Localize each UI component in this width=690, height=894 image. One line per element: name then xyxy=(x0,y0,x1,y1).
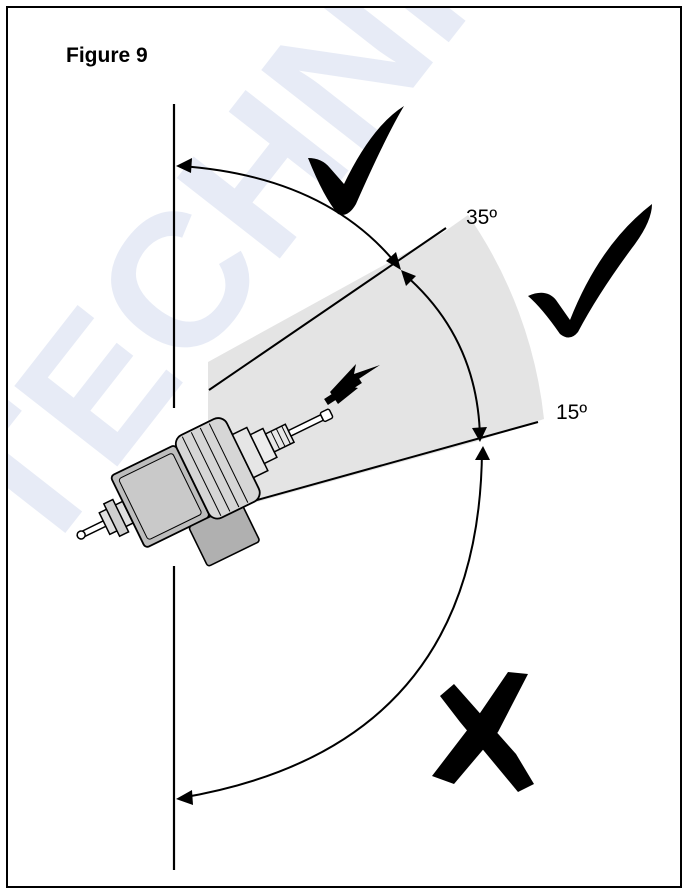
lower-arc-arrowhead-bottom xyxy=(176,790,193,805)
zone-check-icon xyxy=(528,204,652,338)
lower-arc-arrowhead-top xyxy=(475,446,490,460)
figure-frame: TECHNI xyxy=(6,6,682,888)
zone-arc-arrowhead-bottom xyxy=(472,427,487,442)
upper-angle-arc xyxy=(179,165,399,267)
angle-label-upper: 35º xyxy=(466,206,498,229)
angle-label-lower: 15º xyxy=(556,401,588,424)
figure-title: Figure 9 xyxy=(66,44,148,67)
arrow-icon xyxy=(324,364,380,405)
check-icon xyxy=(308,106,404,215)
upper-arc-arrowhead-right xyxy=(386,252,401,270)
boundary-line-15 xyxy=(249,421,539,503)
mounting-angle-diagram: TECHNI xyxy=(8,8,652,870)
zone-arc-arrowhead-top xyxy=(401,270,416,286)
upper-arc-arrowhead-left xyxy=(176,158,192,173)
boundary-line-35 xyxy=(208,227,447,391)
actuator-illustration xyxy=(76,408,334,567)
cross-icon xyxy=(432,672,534,792)
lower-angle-arc xyxy=(179,449,483,799)
zone-angle-arc xyxy=(403,273,481,439)
